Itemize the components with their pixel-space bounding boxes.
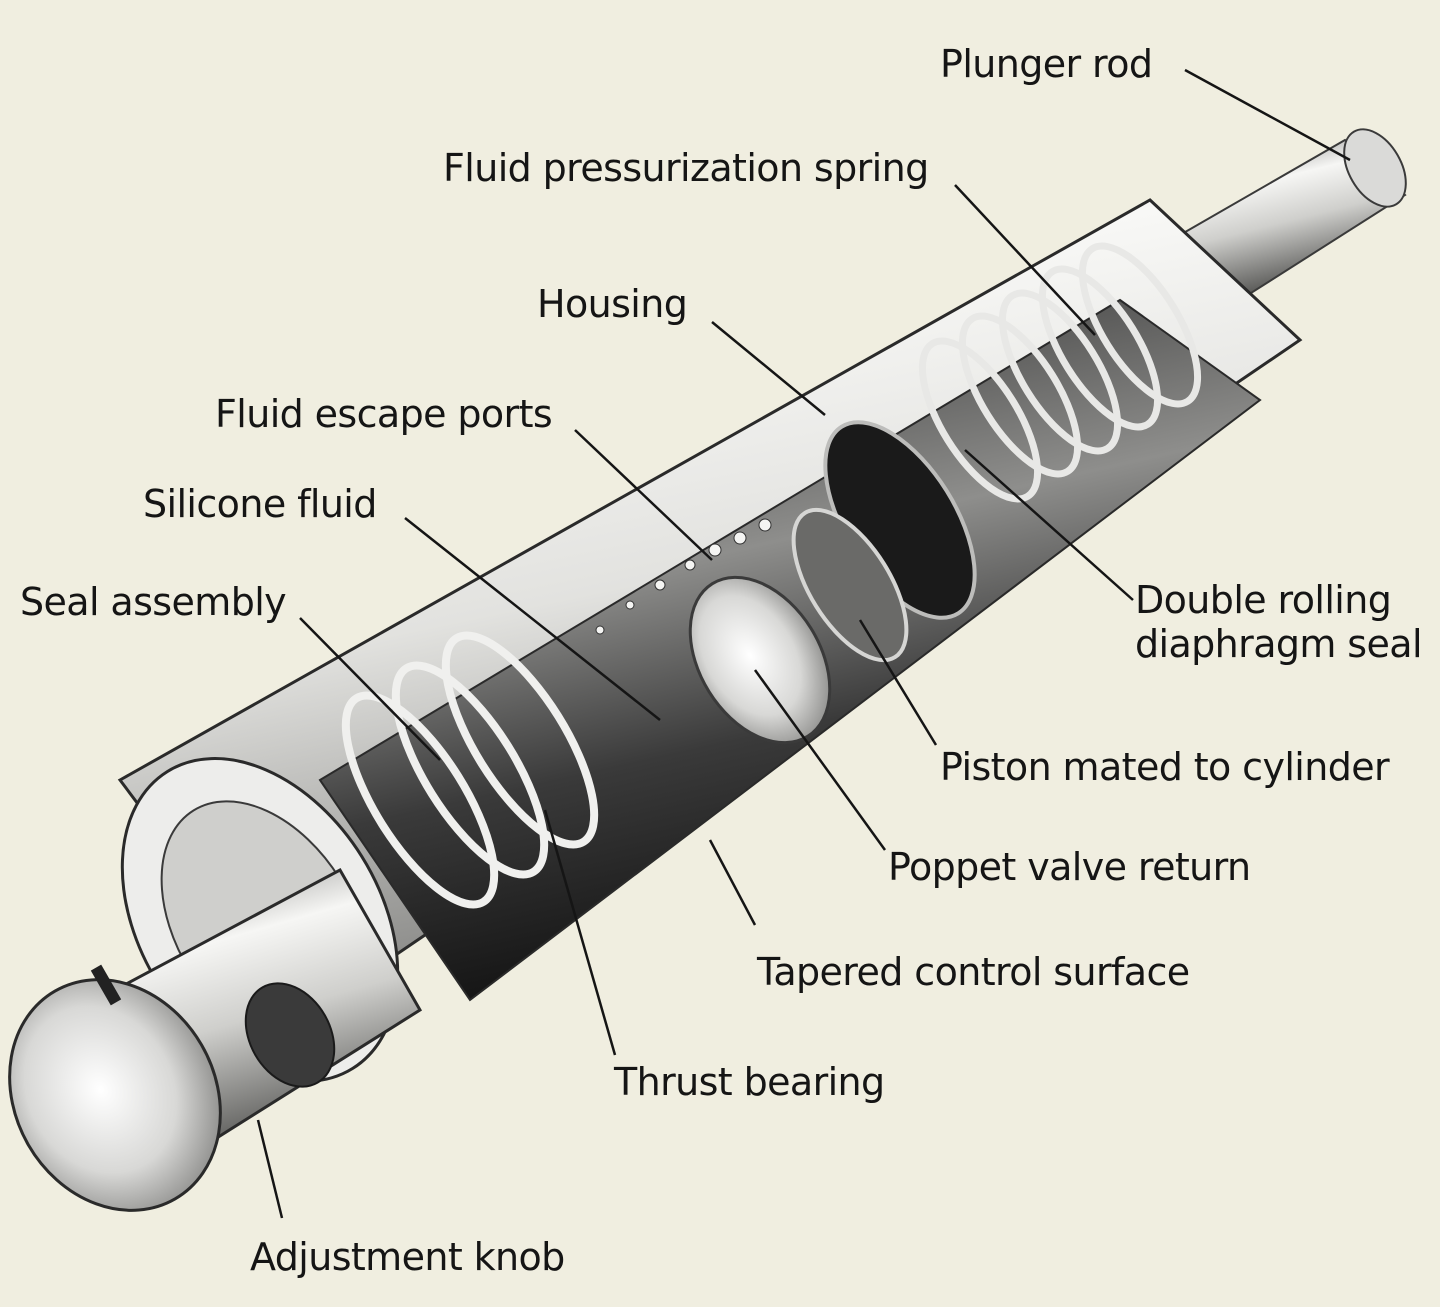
label-plunger-rod: Plunger rod — [940, 42, 1153, 86]
label-seal-assembly: Seal assembly — [20, 580, 287, 624]
label-double-rolling-line2: diaphragm seal — [1135, 622, 1423, 666]
leader-lines — [256, 68, 1351, 1219]
leader-housing — [711, 321, 826, 416]
leader-seal-assembly — [299, 617, 441, 761]
seal-rings — [341, 631, 599, 909]
label-double-rolling-diaphragm-seal: Double rolling diaphragm seal — [1135, 578, 1435, 666]
plunger-rod-shape — [1178, 128, 1407, 302]
label-fluid-escape-ports: Fluid escape ports — [215, 392, 553, 436]
leader-poppet-valve — [753, 669, 887, 851]
leader-thrust-bearing — [543, 809, 617, 1056]
leader-fluid-pressurization-spring — [954, 184, 1096, 336]
leader-double-rolling — [964, 449, 1134, 601]
label-poppet-valve-return: Poppet valve return — [888, 845, 1251, 889]
leader-plunger-rod — [1184, 68, 1351, 162]
leader-tapered-control — [708, 839, 757, 926]
label-double-rolling-line1: Double rolling — [1135, 578, 1392, 622]
label-silicone-fluid: Silicone fluid — [143, 482, 377, 526]
escape-port-holes — [595, 518, 772, 635]
leader-silicone-fluid — [404, 517, 661, 721]
label-piston-mated-to-cylinder: Piston mated to cylinder — [940, 745, 1390, 789]
spring-coils — [918, 242, 1202, 503]
leader-adjustment-knob — [256, 1119, 284, 1219]
label-adjustment-knob: Adjustment knob — [250, 1235, 565, 1279]
adjustment-knob-shape — [8, 867, 423, 1212]
leader-fluid-escape-ports — [574, 429, 713, 561]
label-fluid-pressurization-spring: Fluid pressurization spring — [443, 146, 929, 190]
label-tapered-control-surface: Tapered control surface — [757, 950, 1190, 994]
label-housing: Housing — [537, 282, 688, 326]
label-thrust-bearing: Thrust bearing — [614, 1060, 885, 1104]
leader-piston-mated — [858, 619, 938, 746]
piston-and-diaphragm — [688, 420, 977, 745]
